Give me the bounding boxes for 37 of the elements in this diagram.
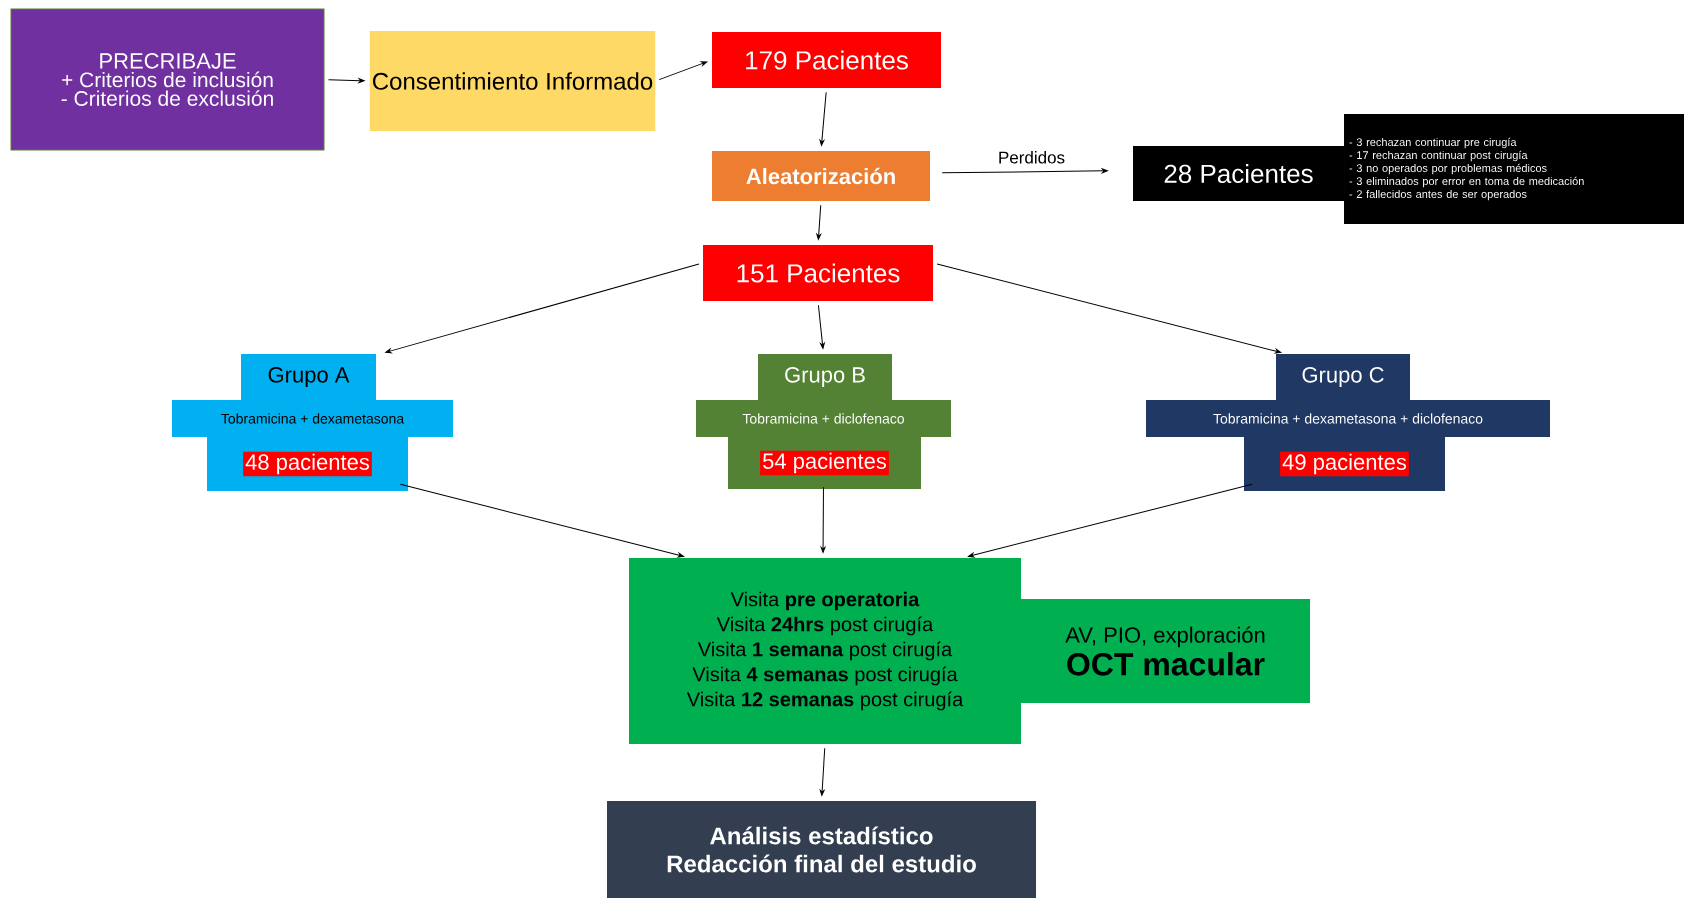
arrow: [820, 486, 826, 553]
edge-label: Perdidos: [999, 151, 1065, 164]
group-tab: Grupo C: [1276, 354, 1410, 400]
arrow: [816, 204, 822, 240]
arrow: [819, 747, 826, 796]
count-box: 151 Pacientes: [703, 245, 933, 301]
drug-band: Tobramicina + diclofenaco: [696, 400, 951, 437]
count-box: 179 Pacientes: [712, 32, 941, 88]
arrow: [658, 61, 708, 81]
drug-band: Tobramicina + dexametasona: [172, 400, 453, 437]
node-label: Visita 1 semana post cirugía: [697, 641, 953, 661]
node-label: 28 Pacientes: [1164, 163, 1313, 184]
count-box: 28 Pacientes: [1133, 146, 1344, 201]
arrow: [941, 168, 1108, 174]
group-tab: Grupo B: [758, 354, 892, 400]
arrow: [399, 483, 685, 558]
patient-count-box: 49 pacientes: [1244, 437, 1445, 491]
patient-count-box: 54 pacientes: [728, 437, 921, 489]
node-label: Visita pre operatoria: [730, 591, 920, 611]
arrow: [385, 263, 700, 354]
patient-count-box: 48 pacientes: [207, 437, 408, 491]
result-box: Análisis estadístico Redacción final del estudio: [607, 801, 1036, 898]
arrow: [967, 483, 1253, 558]
node-label: Visita 24hrs post cirugía: [716, 616, 934, 636]
arrow: [819, 91, 827, 146]
arrow: [936, 263, 1282, 354]
arrow: [328, 78, 365, 84]
node-label: OCT macular: [1067, 652, 1265, 676]
exam-box: AV, PIO, exploración OCT macular: [1021, 599, 1310, 703]
arrow: [817, 304, 825, 349]
process-box: Consentimiento Informado: [369, 31, 656, 131]
node-label: Visita 4 semanas post cirugía: [692, 666, 958, 686]
group-tab: Grupo A: [241, 354, 376, 400]
process-box: PRECRIBAJE + Criterios de inclusión - Criterios de exclusión: [10, 8, 325, 151]
process-box: Aleatorización: [712, 151, 930, 201]
node-label: AV, PIO, exploración: [1065, 626, 1265, 648]
node-label: Visita 12 semanas post cirugía: [686, 691, 964, 711]
